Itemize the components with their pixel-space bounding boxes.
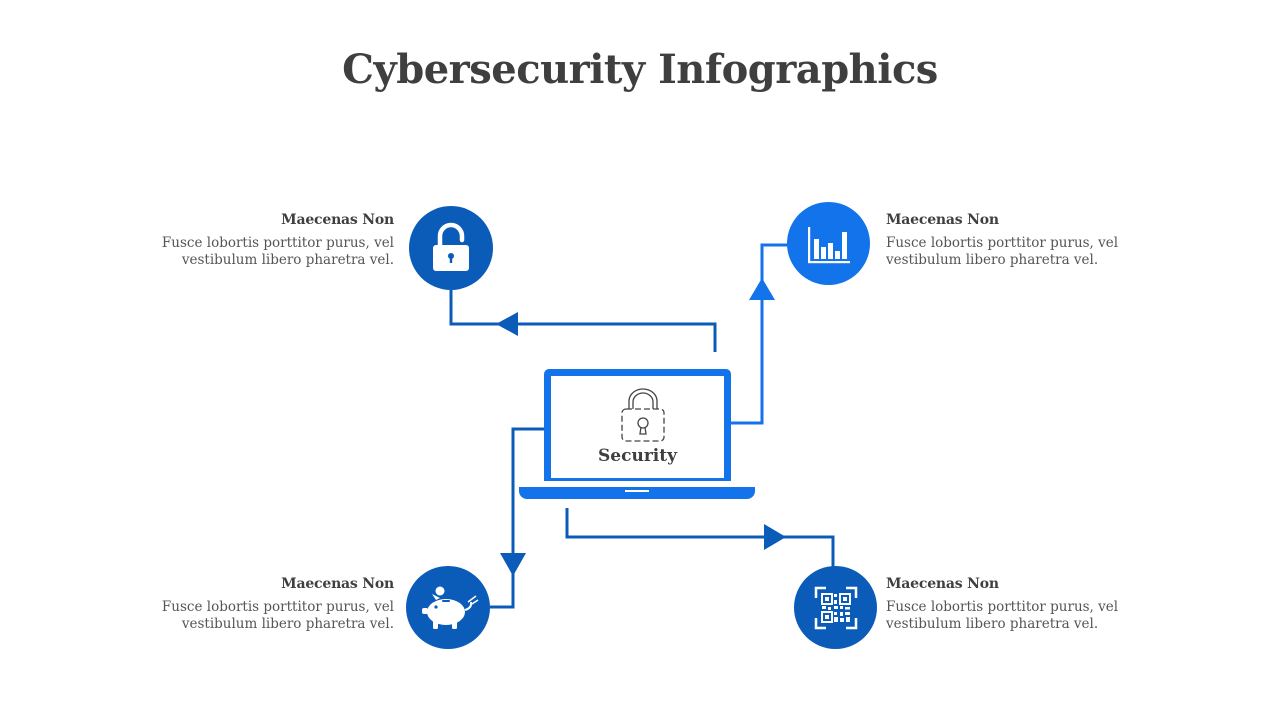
connector-bottom-right: [565, 508, 835, 567]
connector-bottom-left: [490, 427, 544, 609]
piggy-bank-icon: [422, 586, 479, 629]
open-padlock-icon: [433, 222, 469, 271]
bar-chart-icon: [807, 226, 850, 263]
item-heading: Maecenas Non: [886, 576, 999, 592]
laptop-notch: [625, 490, 649, 492]
text-block-bottom-right: Maecenas Non Fusce lobortis porttitor pu…: [886, 576, 1186, 633]
connector-top-right: [731, 243, 790, 425]
laptop-display: Security: [551, 376, 724, 478]
qr-code-icon: [814, 586, 857, 629]
text-block-top-right: Maecenas Non Fusce lobortis porttitor pu…: [886, 212, 1186, 269]
item-heading: Maecenas Non: [281, 212, 394, 228]
item-body: Fusce lobortis porttitor purus, vel vest…: [161, 599, 394, 632]
piggy-circle: [406, 566, 490, 649]
lock-circle: [409, 206, 493, 290]
text-block-bottom-left: Maecenas Non Fusce lobortis porttitor pu…: [94, 576, 394, 633]
text-block-top-left: Maecenas Non Fusce lobortis porttitor pu…: [94, 212, 394, 269]
chart-circle: [787, 202, 870, 285]
padlock-outline-icon: [621, 388, 665, 442]
item-body: Fusce lobortis porttitor purus, vel vest…: [886, 599, 1119, 632]
laptop-screen: Security: [544, 369, 731, 481]
arrow-down: [500, 553, 526, 576]
arrow-left: [496, 312, 518, 336]
connector-top-left: [449, 290, 717, 352]
arrow-right: [764, 524, 786, 550]
page-title: Cybersecurity Infographics: [342, 46, 938, 93]
item-body: Fusce lobortis porttitor purus, vel vest…: [886, 235, 1119, 268]
arrow-up: [749, 278, 775, 300]
item-heading: Maecenas Non: [886, 212, 999, 228]
qr-circle: [794, 566, 877, 649]
item-heading: Maecenas Non: [281, 576, 394, 592]
laptop-base: [519, 487, 755, 499]
center-label: Security: [598, 446, 677, 466]
item-body: Fusce lobortis porttitor purus, vel vest…: [161, 235, 394, 268]
